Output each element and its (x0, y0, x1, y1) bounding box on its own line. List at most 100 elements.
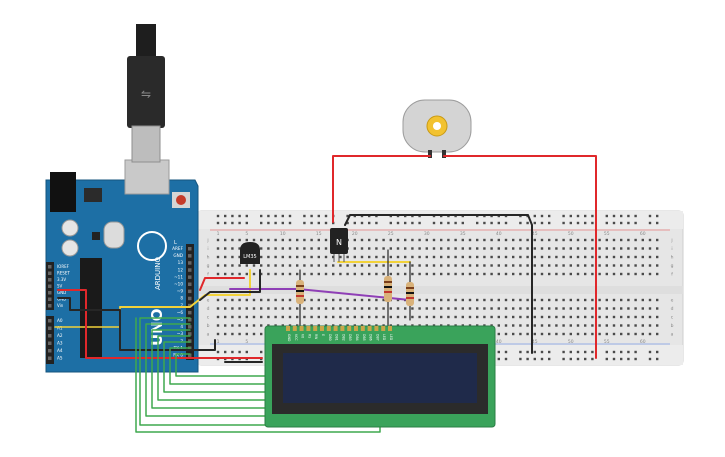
breadboard-hole (461, 272, 464, 276)
digital-pin[interactable] (188, 254, 192, 258)
digital-pin[interactable] (188, 268, 192, 272)
breadboard-row-letter-left: a (207, 333, 210, 338)
breadboard-hole (627, 264, 630, 267)
analog-pin[interactable] (48, 356, 52, 361)
power-pin[interactable] (48, 271, 52, 276)
lcd-pin[interactable] (347, 326, 352, 331)
wire-green-lcd-2[interactable] (145, 323, 271, 417)
lcd-pin[interactable] (326, 326, 331, 331)
breadboard-hole (267, 255, 270, 259)
analog-pin[interactable] (48, 349, 52, 353)
breadboard-hole (432, 298, 436, 302)
breadboard-column-number-bottom: 60 (640, 339, 646, 345)
breadboard-hole (375, 298, 378, 302)
wire-green-lcd-3[interactable] (151, 329, 271, 409)
reset-button-cap[interactable] (176, 195, 186, 205)
resistor-1[interactable] (296, 280, 304, 304)
digital-pin[interactable] (188, 303, 192, 308)
digital-pin[interactable] (188, 325, 192, 329)
breadboard-hole (260, 221, 263, 225)
small-chip (92, 232, 100, 240)
lcd-pin[interactable] (388, 326, 392, 331)
lcd-pin[interactable] (367, 326, 372, 331)
digital-pin[interactable] (188, 339, 192, 343)
digital-pin[interactable] (188, 289, 192, 294)
digital-pin[interactable] (188, 247, 192, 251)
breadboard-column-number-top: 20 (352, 231, 358, 237)
breadboard-hole (411, 221, 414, 225)
lcd-pin[interactable] (286, 326, 290, 331)
arduino-uno[interactable]: ARDUINO UNO L AREFGND1312~11~10~987~6~54… (45, 159, 199, 373)
wire-black-sensor-gnd[interactable] (199, 269, 261, 301)
resistor-2-band-2 (384, 286, 392, 288)
breadboard-hole (288, 247, 292, 250)
breadboard-hole (648, 247, 652, 250)
lcd-pin-label: DB5 (362, 334, 366, 341)
lcd-pin[interactable] (340, 326, 345, 331)
breadboard-hole (598, 272, 601, 276)
wire-green-lcd-6[interactable] (169, 347, 271, 385)
wire-black-transistor-ground[interactable] (344, 214, 533, 354)
lcd-pin[interactable] (320, 326, 324, 331)
wire-green-lcd-4[interactable] (157, 335, 271, 401)
lcd-pin[interactable] (313, 326, 318, 331)
power-pin[interactable] (48, 278, 52, 282)
breadboard-hole (432, 307, 436, 310)
digital-pin[interactable] (188, 318, 192, 322)
breadboard-hole (310, 247, 313, 250)
resistor-3[interactable] (406, 282, 414, 306)
digital-pin[interactable] (188, 282, 192, 287)
digital-pin[interactable] (188, 310, 192, 315)
breadboard-hole (418, 272, 421, 276)
lcd-pin[interactable] (374, 326, 379, 331)
breadboard-hole (605, 272, 608, 276)
digital-pin[interactable] (188, 332, 192, 336)
power-pin[interactable] (48, 297, 52, 302)
analog-pin[interactable] (48, 326, 52, 331)
breadboard-hole (641, 315, 644, 319)
breadboard-hole (288, 264, 292, 267)
lcd-pin[interactable] (333, 326, 338, 331)
power-pin[interactable] (48, 304, 52, 308)
lcd-pin[interactable] (299, 326, 304, 331)
wire-red-motor-to-transistor[interactable] (332, 155, 431, 223)
wire-red-5v[interactable] (57, 289, 263, 359)
wire-green-lcd-7[interactable] (175, 353, 271, 377)
wire-red-motor-to-rail[interactable] (443, 155, 597, 359)
lcd-pin[interactable] (306, 326, 311, 331)
lcd-pin[interactable] (292, 326, 297, 331)
analog-pin[interactable] (48, 334, 52, 338)
breadboard-hole (483, 315, 486, 319)
breadboard-hole (591, 238, 594, 242)
power-pin[interactable] (48, 284, 52, 289)
resistor-2[interactable] (384, 276, 392, 302)
transistor[interactable]: N (330, 228, 348, 262)
analog-pin[interactable] (48, 341, 52, 346)
digital-pin[interactable] (188, 296, 192, 301)
analog-pin[interactable] (48, 319, 52, 323)
digital-pin[interactable] (188, 275, 192, 279)
breadboard-hole (317, 272, 320, 276)
breadboard-hole (288, 307, 292, 310)
temperature-sensor[interactable]: LM35 (240, 242, 260, 264)
power-pin[interactable] (48, 265, 52, 269)
dc-motor[interactable] (402, 99, 472, 158)
digital-pin[interactable] (188, 261, 192, 265)
breadboard-hole (656, 298, 659, 302)
wire-green-lcd-5[interactable] (163, 341, 271, 393)
lcd-pin[interactable] (381, 326, 386, 331)
wire-red-sensor-vcc[interactable] (199, 277, 245, 291)
breadboard-hole (497, 332, 500, 336)
breadboard-hole (504, 315, 508, 319)
breadboard-hole (296, 264, 299, 267)
wire-black-gnd[interactable] (57, 297, 216, 351)
lcd-pin[interactable] (360, 326, 365, 331)
breadboard-hole (526, 238, 529, 242)
lcd-pin[interactable] (354, 326, 358, 331)
breadboard-hole (238, 272, 241, 276)
breadboard-row-letter-right: f (671, 272, 673, 278)
breadboard-hole (216, 307, 220, 310)
power-pin[interactable] (48, 291, 52, 295)
digital-pin[interactable] (188, 353, 192, 358)
